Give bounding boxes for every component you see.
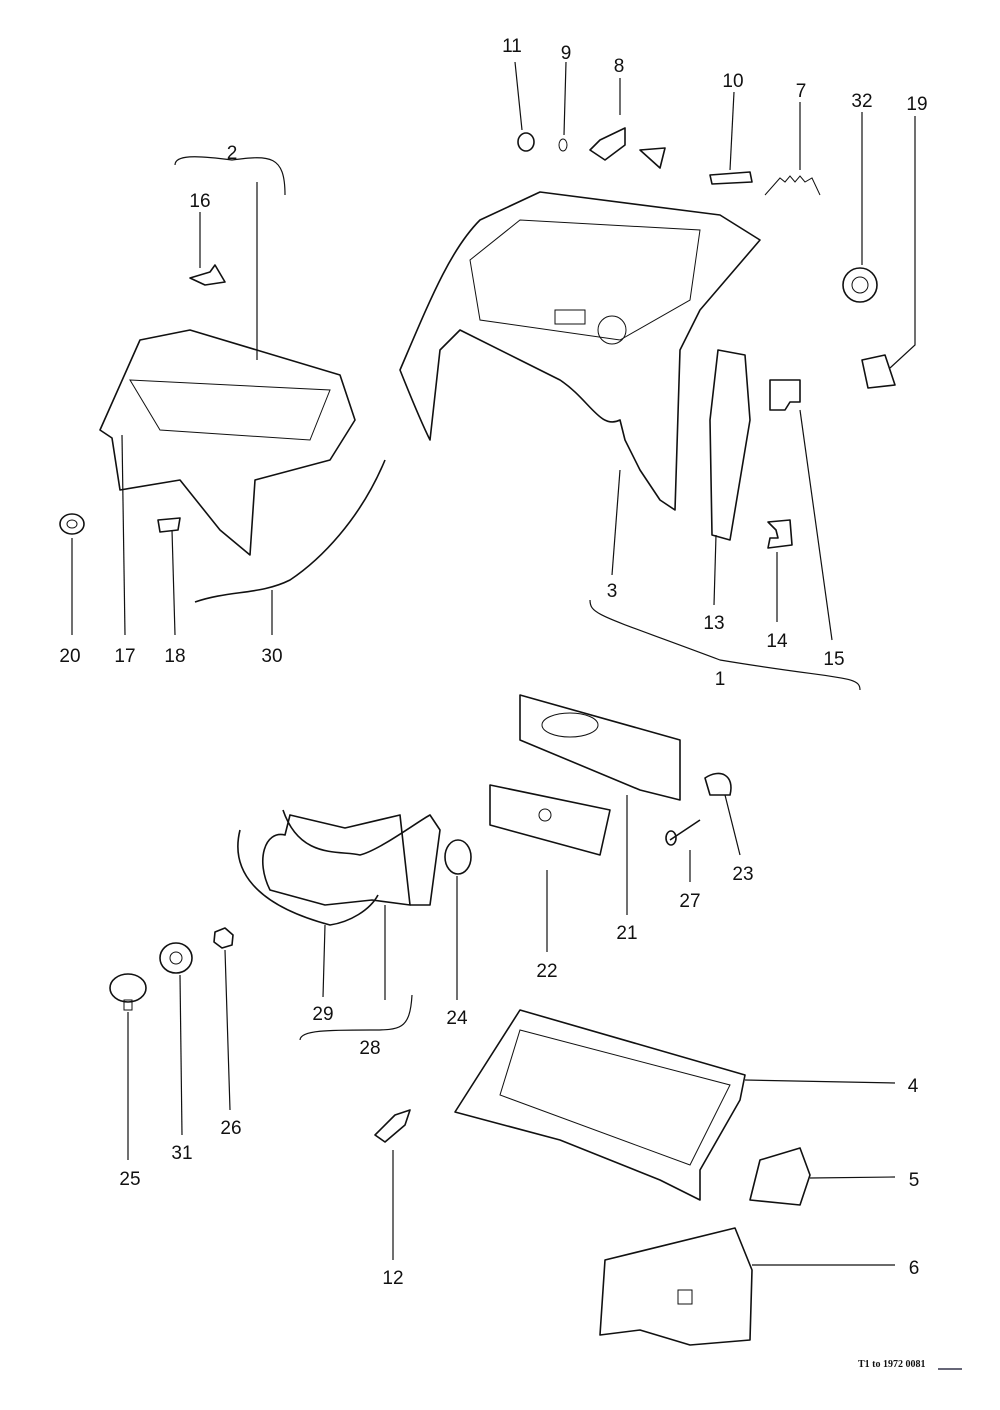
label-27: 27 [679, 891, 700, 912]
panel-22 [489, 784, 611, 856]
label-11: 11 [502, 36, 522, 57]
label-3: 3 [607, 581, 618, 602]
label-26: 26 [220, 1118, 241, 1139]
cap-32 [842, 267, 878, 303]
lock-8 [589, 127, 666, 169]
label-4: 4 [908, 1076, 919, 1097]
label-23: 23 [732, 864, 753, 885]
label-8: 8 [614, 56, 625, 77]
clip-12 [374, 1109, 411, 1143]
label-21: 21 [616, 923, 637, 944]
front-apron-28 [262, 809, 441, 906]
clip-23 [704, 772, 732, 796]
plug-18 [157, 517, 181, 533]
label-19: 19 [906, 94, 927, 115]
pin-10 [709, 171, 753, 185]
label-7: 7 [796, 81, 807, 102]
nut-26 [213, 927, 234, 949]
front-panel-4 [454, 1009, 746, 1201]
label-18: 18 [164, 646, 185, 667]
plate-14 [767, 519, 793, 549]
ring-9 [558, 138, 568, 152]
grommet-24 [444, 839, 472, 875]
label-16: 16 [189, 191, 210, 212]
label-30: 30 [261, 646, 282, 667]
hinge-pillar [709, 349, 751, 541]
label-15: 15 [823, 649, 844, 670]
bolt-25 [109, 973, 147, 1011]
label-20: 20 [59, 646, 80, 667]
label-2: 2 [227, 143, 238, 164]
label-31: 31 [171, 1143, 192, 1164]
bolt-11 [517, 132, 535, 152]
grommet-20 [59, 513, 85, 535]
label-24: 24 [446, 1008, 468, 1029]
frame-head [99, 329, 356, 556]
label-14: 14 [766, 631, 788, 652]
front-body-panel [399, 191, 761, 511]
label-12: 12 [382, 1268, 403, 1289]
panel-6 [599, 1227, 753, 1346]
leader-lines [71, 61, 916, 1266]
panel-21 [519, 694, 681, 801]
logo-icon [938, 1356, 962, 1370]
spring-7 [764, 175, 821, 196]
label-28: 28 [359, 1038, 380, 1059]
screw-27 [665, 819, 701, 846]
seal-30 [194, 459, 386, 603]
label-17: 17 [114, 646, 135, 667]
label-13: 13 [703, 613, 724, 634]
plate-15 [769, 379, 801, 411]
bracket-5 [749, 1147, 811, 1206]
label-29: 29 [312, 1004, 333, 1025]
label-25: 25 [119, 1169, 140, 1190]
label-6: 6 [909, 1258, 920, 1279]
label-5: 5 [909, 1170, 920, 1191]
seal-29 [237, 829, 379, 926]
label-9: 9 [561, 43, 572, 64]
bracket-16 [189, 264, 226, 286]
washer-31 [159, 942, 193, 974]
clip-19 [861, 354, 896, 389]
label-32: 32 [851, 91, 872, 112]
label-1: 1 [715, 669, 726, 690]
footer-code: T1 to 1972 0081 [858, 1359, 926, 1370]
label-22: 22 [536, 961, 557, 982]
label-10: 10 [722, 71, 743, 92]
